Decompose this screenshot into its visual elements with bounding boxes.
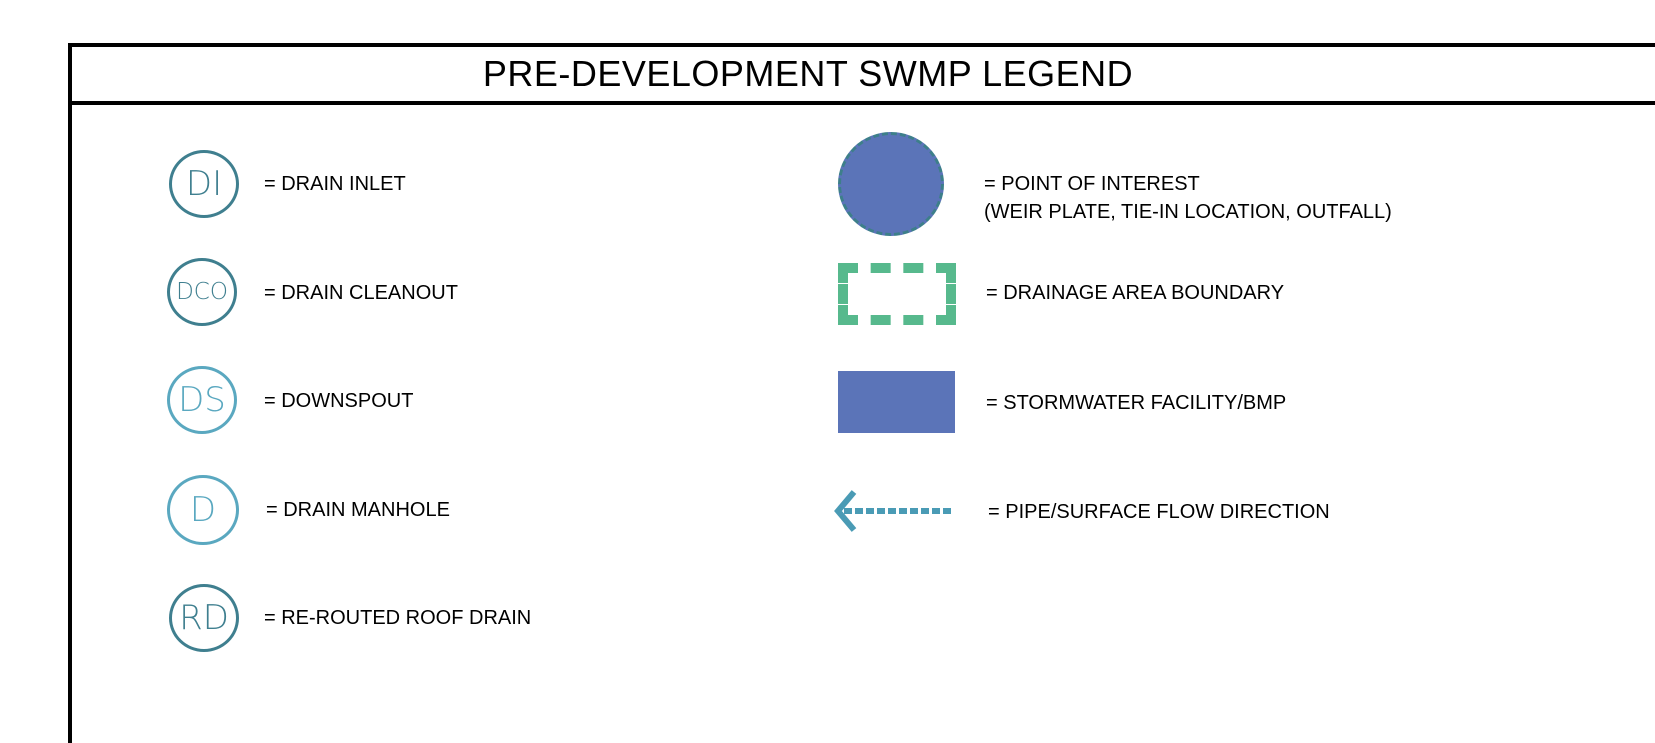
drain-cleanout-symbol-text: DCO (176, 279, 228, 305)
flow-direction-label: = PIPE/SURFACE FLOW DIRECTION (988, 501, 1330, 523)
stormwater-facility-label: = STORMWATER FACILITY/BMP (986, 392, 1287, 414)
stormwater-facility-icon (838, 371, 955, 433)
title-bar: PRE-DEVELOPMENT SWMP LEGEND (68, 47, 1655, 105)
downspout-label: = DOWNSPOUT (264, 390, 414, 412)
legend-title: PRE-DEVELOPMENT SWMP LEGEND (482, 53, 1134, 94)
drainage-area-boundary-label: = DRAINAGE AREA BOUNDARY (986, 282, 1285, 304)
legend-frame (68, 43, 1655, 743)
drain-inlet-symbol-text: DI (185, 164, 223, 204)
drain-inlet-label: = DRAIN INLET (264, 173, 406, 195)
point-of-interest-label: = POINT OF INTEREST (984, 173, 1200, 195)
drain-inlet-symbol: DI (169, 150, 239, 218)
downspout-symbol-text: DS (178, 380, 226, 420)
drain-manhole-label: = DRAIN MANHOLE (266, 499, 450, 521)
drain-manhole-symbol: D (167, 475, 239, 545)
point-of-interest-icon (838, 132, 944, 236)
reroute-roof-drain-symbol-text: RD (179, 598, 229, 638)
drainage-area-boundary-icon (838, 263, 956, 325)
drain-cleanout-symbol: DCO (167, 258, 237, 326)
drain-cleanout-label: = DRAIN CLEANOUT (264, 282, 458, 304)
reroute-roof-drain-symbol: RD (169, 584, 239, 652)
downspout-symbol: DS (167, 366, 237, 434)
flow-direction-arrow-icon (834, 490, 952, 532)
reroute-roof-drain-label: = RE-ROUTED ROOF DRAIN (264, 607, 532, 629)
drain-manhole-symbol-text: D (189, 490, 217, 530)
point-of-interest-sublabel: (WEIR PLATE, TIE-IN LOCATION, OUTFALL) (984, 201, 1392, 223)
